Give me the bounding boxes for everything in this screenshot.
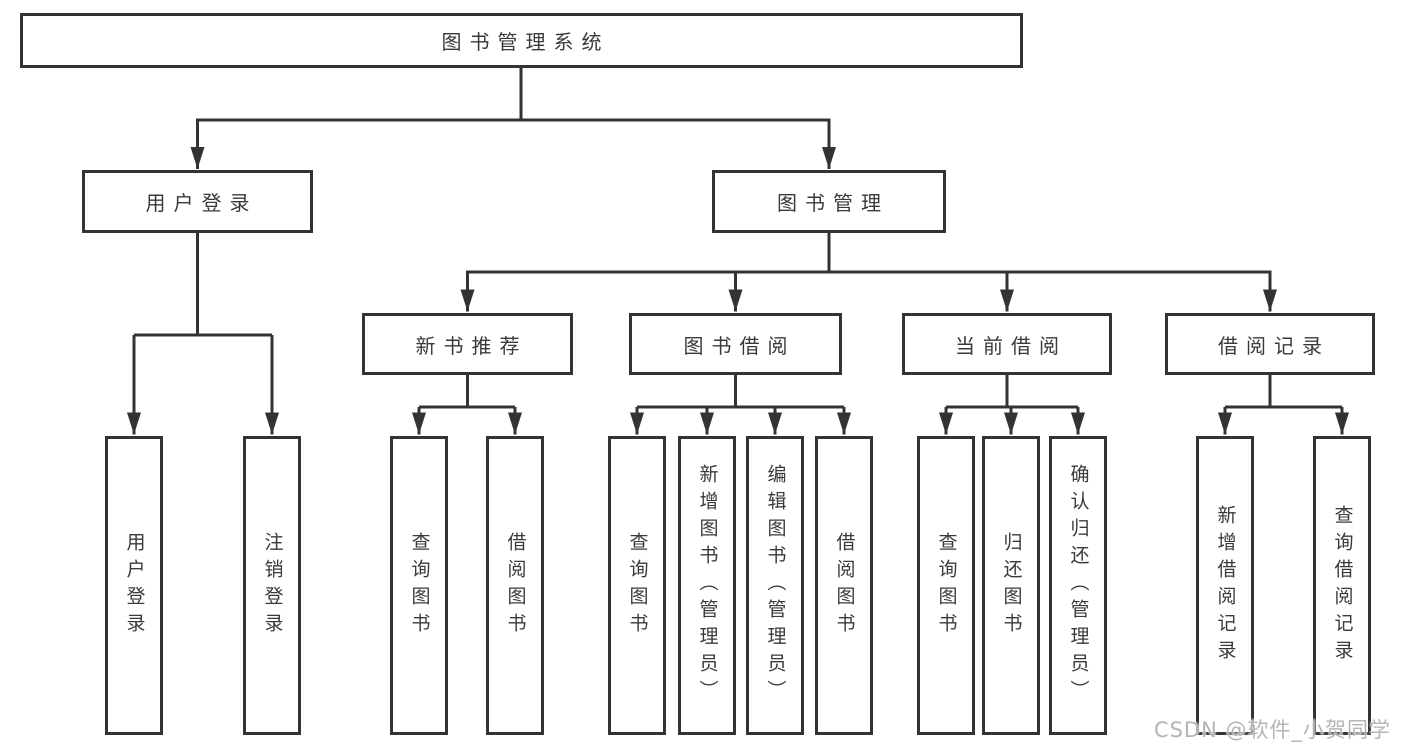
- leaf-label: 新增图书（管理员）: [696, 464, 719, 707]
- leaf-label: 查询借阅记录: [1331, 504, 1354, 667]
- leaf-label: 查询图书: [935, 531, 958, 640]
- leaf-label: 借阅图书: [504, 531, 527, 640]
- leaf-borrow-books-borrowing: 借阅图书: [815, 436, 873, 735]
- node-label: 新书推荐: [415, 333, 528, 358]
- node-root: 图书管理系统: [20, 13, 1023, 68]
- leaf-edit-books-admin: 编辑图书（管理员）: [746, 436, 804, 735]
- leaf-add-borrow-record: 新增借阅记录: [1196, 436, 1254, 735]
- csdn-watermark: CSDN @软件_小贺同学: [1153, 718, 1391, 742]
- node-label: 当前借阅: [955, 333, 1067, 358]
- leaf-return-books: 归还图书: [982, 436, 1040, 735]
- leaf-label: 借阅图书: [833, 531, 856, 640]
- node-new-book-recommendation: 新书推荐: [362, 313, 573, 375]
- node-label: 图书借阅: [683, 333, 796, 358]
- leaf-query-books-recommend: 查询图书: [390, 436, 448, 735]
- node-label: 图书管理系统: [441, 30, 610, 54]
- node-borrowing-records: 借阅记录: [1165, 313, 1375, 375]
- node-book-management: 图书管理: [712, 170, 946, 233]
- leaf-query-books-borrowing: 查询图书: [608, 436, 666, 735]
- leaf-label: 查询图书: [408, 531, 431, 640]
- leaf-logout: 注销登录: [243, 436, 301, 735]
- leaf-label: 注销登录: [261, 531, 284, 640]
- node-label: 借阅记录: [1218, 333, 1330, 358]
- leaf-label: 新增借阅记录: [1214, 504, 1237, 667]
- leaf-borrow-books-recommend: 借阅图书: [486, 436, 544, 735]
- leaf-confirm-return-admin: 确认归还（管理员）: [1049, 436, 1107, 735]
- leaf-label: 归还图书: [1000, 531, 1023, 640]
- leaf-add-books-admin: 新增图书（管理员）: [678, 436, 736, 735]
- node-label: 图书管理: [777, 191, 889, 215]
- leaf-label: 用户登录: [123, 531, 146, 640]
- leaf-user-login: 用户登录: [105, 436, 163, 735]
- node-label: 用户登录: [145, 191, 258, 215]
- connector-trunks: [134, 68, 1342, 409]
- leaf-label: 确认归还（管理员）: [1067, 464, 1090, 707]
- node-book-borrowing: 图书借阅: [629, 313, 842, 375]
- node-user-login: 用户登录: [82, 170, 313, 233]
- connector-arrows: [127, 120, 1349, 435]
- node-current-borrowing: 当前借阅: [902, 313, 1112, 375]
- leaf-label: 查询图书: [626, 531, 649, 640]
- leaf-label: 编辑图书（管理员）: [764, 464, 787, 707]
- leaf-query-books-current: 查询图书: [917, 436, 975, 735]
- leaf-query-borrow-record: 查询借阅记录: [1313, 436, 1371, 735]
